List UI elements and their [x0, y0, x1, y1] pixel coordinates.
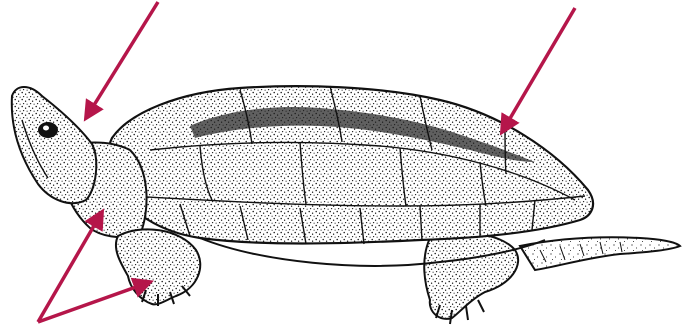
neck-pointer-arrow	[38, 212, 102, 322]
shell-pointer-arrow	[502, 8, 575, 132]
hind-leg	[424, 233, 518, 319]
eye	[38, 122, 58, 138]
head-pointer-arrow	[86, 2, 158, 118]
leg-pointer-arrow	[38, 282, 150, 322]
head	[12, 87, 96, 203]
carapace	[109, 86, 594, 243]
